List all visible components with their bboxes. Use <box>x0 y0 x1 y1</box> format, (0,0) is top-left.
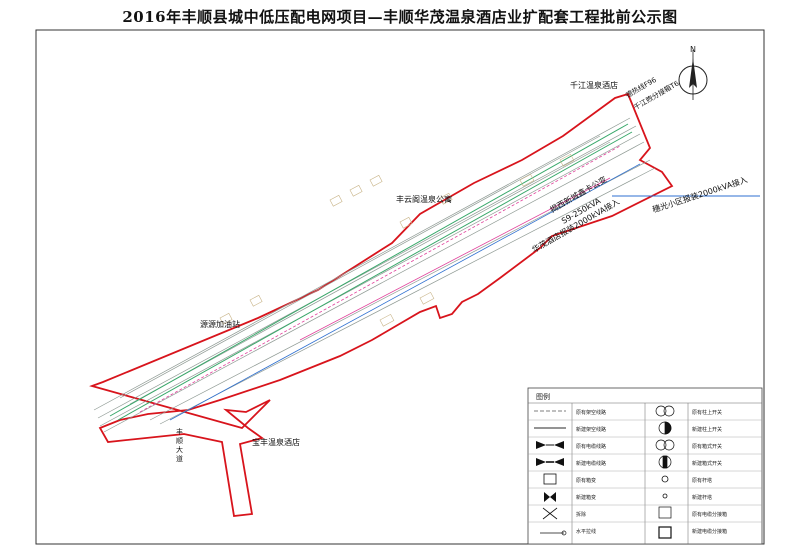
road-lines <box>93 117 656 433</box>
label-baofeng: 宝丰温泉酒店 <box>252 438 300 447</box>
label-road: 丰 顺 大 道 <box>176 428 183 463</box>
legend-new-branch: 新建电缆分接箱 <box>692 529 728 535</box>
legend-title: 图例 <box>536 392 550 401</box>
legend-old-pole: 原有杆塔 <box>692 478 713 484</box>
legend-symbol-new-pole <box>662 493 668 499</box>
legend-new-box: 新建箱变 <box>576 495 597 501</box>
legend-symbol-guy-wire <box>540 530 567 536</box>
legend-symbol-new-box <box>544 492 556 502</box>
north-label: N <box>690 45 696 54</box>
legend-old-overhead: 原有架空线路 <box>576 410 607 416</box>
legend-new-ring: 新建箱式开关 <box>692 461 723 467</box>
legend-symbol-new-switch <box>658 421 672 435</box>
legend-symbol-remove <box>542 507 558 520</box>
label-fengyun: 丰云阁温泉公寓 <box>396 195 452 204</box>
legend-symbol-old-box <box>543 473 557 485</box>
legend-symbol-old-cable <box>536 441 564 449</box>
legend-new-switch: 新建柱上开关 <box>692 427 723 433</box>
cable-lines <box>109 123 641 421</box>
legend-new-overhead: 新建架空线路 <box>576 427 607 433</box>
map-frame <box>35 29 765 545</box>
legend-symbol-old-pole <box>661 475 669 483</box>
legend-symbol-old-switch <box>655 405 675 417</box>
legend-labels-right: 原有柱上开关 新建柱上开关 原有箱式开关 新建箱式开关 原有杆塔 新建杆塔 原有… <box>692 405 762 541</box>
legend-symbol-old-branch <box>658 506 672 519</box>
legend-symbol-old-ring <box>655 439 675 451</box>
project-boundary <box>89 92 674 517</box>
building-blocks <box>219 153 575 327</box>
legend-remove: 拆除 <box>576 512 587 518</box>
legend-symbol-new-ring <box>658 455 672 469</box>
legend-new-pole: 新建杆塔 <box>692 495 713 501</box>
legend-guy-wire: 水平拉线 <box>576 529 597 535</box>
legend-symbol-new-branch <box>658 526 672 539</box>
legend-old-switch: 原有柱上开关 <box>692 410 723 416</box>
north-arrow-icon <box>678 50 708 100</box>
legend-new-cable: 新建电缆线路 <box>576 461 607 467</box>
page-title: 2016年丰顺县城中低压配电网项目—丰顺华茂温泉酒店业扩配套工程批前公示图 <box>122 8 678 26</box>
legend-symbol-new-cable <box>536 458 564 466</box>
legend-old-ring: 原有箱式开关 <box>692 444 723 450</box>
label-qianjiang: 千江温泉酒店 <box>570 81 618 90</box>
legend-labels-left: 原有架空线路 新建架空线路 原有电缆线路 新建电缆线路 原有箱变 新建箱变 拆除… <box>576 405 644 541</box>
legend-old-cable: 原有电缆线路 <box>576 444 607 450</box>
legend-old-box: 原有箱变 <box>576 478 597 484</box>
legend: 图例 <box>527 387 763 545</box>
legend-old-branch: 原有电缆分接箱 <box>692 512 728 518</box>
label-jiayou: 源源加油站 <box>200 320 240 329</box>
